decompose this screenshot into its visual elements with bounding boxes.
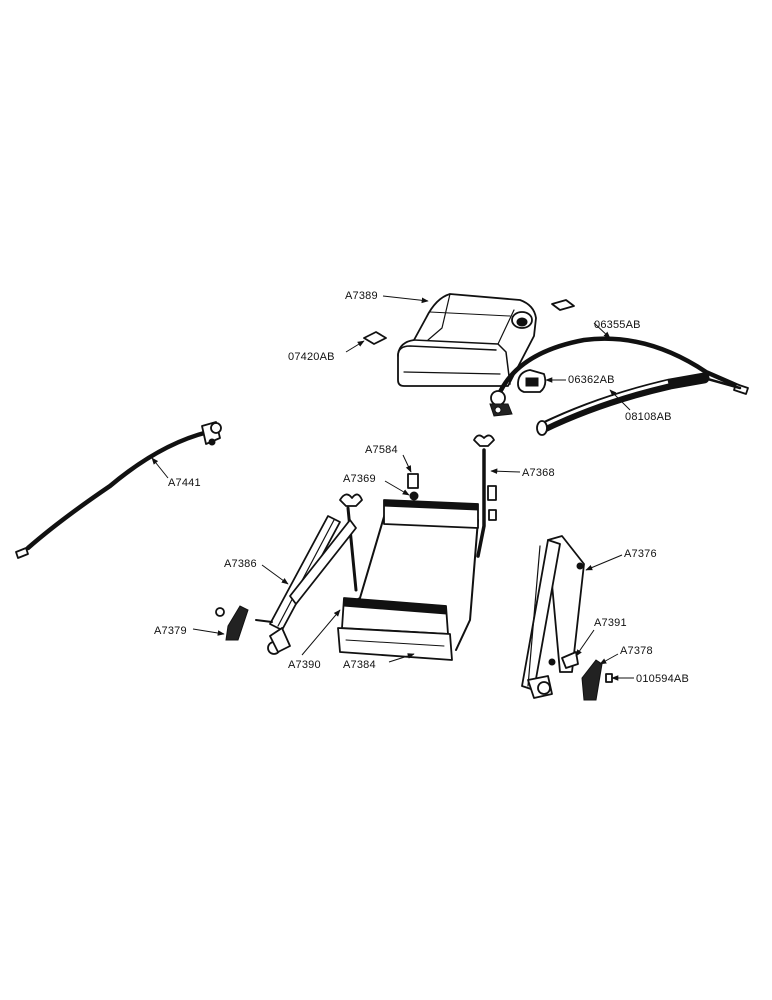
terminal-boot — [517, 369, 547, 393]
label-a7384: A7384 — [343, 659, 376, 671]
cable-a7441 — [15, 421, 222, 559]
left-rail — [267, 493, 363, 655]
label-a7378: A7378 — [620, 645, 653, 657]
battery-box — [397, 293, 537, 387]
cable-06355ab — [489, 336, 749, 417]
label-a7389: A7389 — [345, 290, 378, 302]
spacer-a7584 — [407, 473, 419, 489]
seat-frame — [337, 499, 479, 661]
rod-a7368 — [473, 434, 497, 558]
right-rail-a7376 — [521, 535, 585, 699]
part-labels: A7389 07420AB 06355AB 06362AB 08108AB A7… — [154, 290, 689, 685]
label-a7369: A7369 — [343, 473, 376, 485]
label-a7584: A7584 — [365, 444, 398, 456]
nut-a7369 — [409, 491, 419, 501]
leader-lines — [151, 295, 634, 681]
label-a7441: A7441 — [168, 477, 201, 489]
spring-a7379 — [215, 605, 273, 641]
hose-08108ab — [536, 372, 742, 436]
pad-07420ab — [363, 331, 387, 345]
label-a7386: A7386 — [224, 558, 257, 570]
label-a7379: A7379 — [154, 625, 187, 637]
spring-a7378 — [548, 651, 613, 701]
label-06355ab: 06355AB — [594, 319, 641, 331]
label-08108ab: 08108AB — [625, 411, 672, 423]
label-a7391: A7391 — [594, 617, 627, 629]
label-a7368: A7368 — [522, 467, 555, 479]
label-07420ab: 07420AB — [288, 351, 335, 363]
label-a7376: A7376 — [624, 548, 657, 560]
pad-small — [551, 299, 575, 311]
label-a7390: A7390 — [288, 659, 321, 671]
label-06362ab: 06362AB — [568, 374, 615, 386]
label-010594ab: 010594AB — [636, 673, 689, 685]
